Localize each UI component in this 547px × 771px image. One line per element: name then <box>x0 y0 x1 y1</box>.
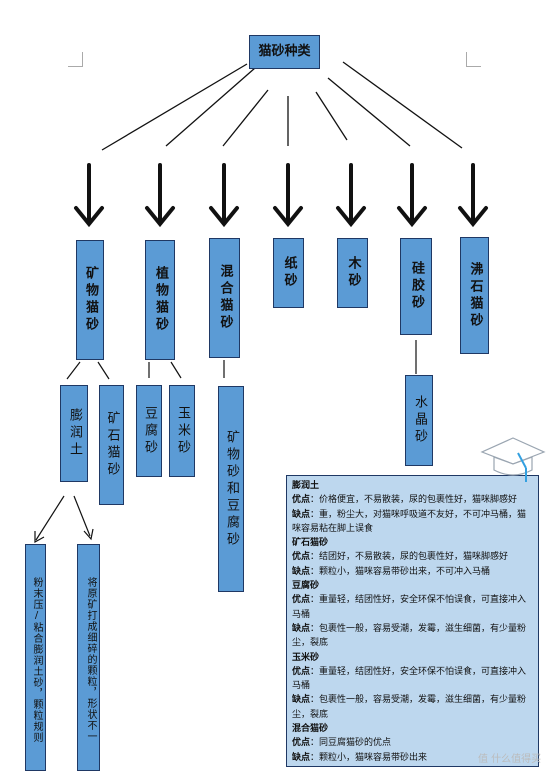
note-cons-bentonite: 缺点：重，粉尘大，对猫咪呼吸道不友好，不可冲马桶，猫咪容易粘在脚上误食 <box>292 509 527 534</box>
note-title-mixed: 混合猫砂 <box>292 724 329 735</box>
subcategory-node-crystal: 水晶砂 <box>405 375 433 466</box>
category-node-mixed: 混合猫砂 <box>209 238 240 358</box>
note-title-mineral: 矿石猫砂 <box>292 538 329 549</box>
sub-branch-lines <box>66 340 417 380</box>
graduation-cap-icon <box>480 437 546 482</box>
note-pros-corn: 优点：重量轻，结团性好，安全环保不怕误食，可直接冲入马桶 <box>292 666 527 692</box>
arrow-down-icon <box>145 163 175 228</box>
category-node-silica: 硅胶砂 <box>400 238 432 335</box>
arrow-head-icon <box>83 528 94 541</box>
page-corner-mark <box>68 52 83 67</box>
subcategory-node-corn: 玉米砂 <box>169 385 195 477</box>
note-cons-corn: 缺点：包裹性一般，容易受潮，发霉，滋生细菌，有少量粉尘，裂底 <box>292 695 527 720</box>
arrow-down-icon <box>397 163 427 228</box>
branch-line <box>342 61 463 149</box>
subcategory-node-tofu: 豆腐砂 <box>136 385 162 477</box>
branch-line <box>101 63 248 151</box>
branch-line <box>327 77 411 147</box>
category-node-plant: 植物猫砂 <box>145 240 175 360</box>
subcategory-node-mineral-tofu: 矿物砂和豆腐砂 <box>218 386 244 592</box>
subcategory-node-bentonite: 膨润土 <box>60 385 88 482</box>
note-pros-tofu: 优点：重量轻，结团性好，安全环保不怕误食，可直接冲入马桶 <box>292 595 527 620</box>
root-node: 猫砂种类 <box>249 35 320 69</box>
branch-line <box>97 361 110 380</box>
note-title-corn: 玉米砂 <box>292 652 320 663</box>
arrow-down-icon <box>458 163 488 228</box>
note-pros-bentonite: 优点：价格便宜，不易散装，尿的包裹性好，猫咪脚感好 <box>292 495 518 506</box>
page-corner-mark <box>466 52 481 67</box>
subcategory-node-mineral-stone: 矿石猫砂 <box>99 385 124 505</box>
root-branch-lines <box>101 61 463 151</box>
note-pros-mineral: 优点：结团好，不易散装，尿的包裹性好，猫咪脚感好 <box>292 552 509 563</box>
category-node-mineral: 矿物猫砂 <box>76 240 104 360</box>
note-cons-tofu: 缺点：包裹性一般，容易受潮，发霉，滋生细菌，有少量粉尘，裂底 <box>292 623 527 649</box>
note-pros-mixed: 优点：同豆腐猫砂的优点 <box>292 738 392 749</box>
note-cons-mineral: 缺点：颗粒小，猫咪容易带砂出来，不可冲入马桶 <box>292 566 491 577</box>
category-node-paper: 纸砂 <box>273 238 304 308</box>
category-arrows <box>74 163 488 228</box>
branch-line <box>315 91 348 141</box>
bentonite-description-compressed: 粉末压/粘合膨润土砂，颗粒规则 <box>25 544 46 771</box>
arrow-head-icon <box>34 531 45 544</box>
arrow-down-icon <box>273 163 303 228</box>
arrow-down-icon <box>74 163 104 228</box>
arrow-down-icon <box>209 163 239 228</box>
branch-line <box>222 89 269 147</box>
pros-cons-note: 膨润土 优点：价格便宜，不易散装，尿的包裹性好，猫咪脚感好 缺点：重，粉尘大，对… <box>286 475 539 767</box>
arrow-down-icon <box>336 163 366 228</box>
note-cons-mixed: 缺点：颗粒小，猫咪容易带砂出来 <box>292 752 428 763</box>
branch-line <box>66 361 81 380</box>
category-node-wood: 木砂 <box>337 238 368 308</box>
bentonite-description-raw-ore: 将原矿打成细碎的颗粒，形状不一 <box>77 544 100 771</box>
branch-line <box>170 361 182 379</box>
category-node-zeolite: 沸石猫砂 <box>460 237 489 354</box>
branch-line <box>165 67 256 147</box>
watermark: 值 什么值得买 <box>478 754 542 765</box>
description-arrows <box>34 495 94 544</box>
note-title-tofu: 豆腐砂 <box>292 581 320 592</box>
note-title-bentonite: 膨润土 <box>292 481 320 491</box>
